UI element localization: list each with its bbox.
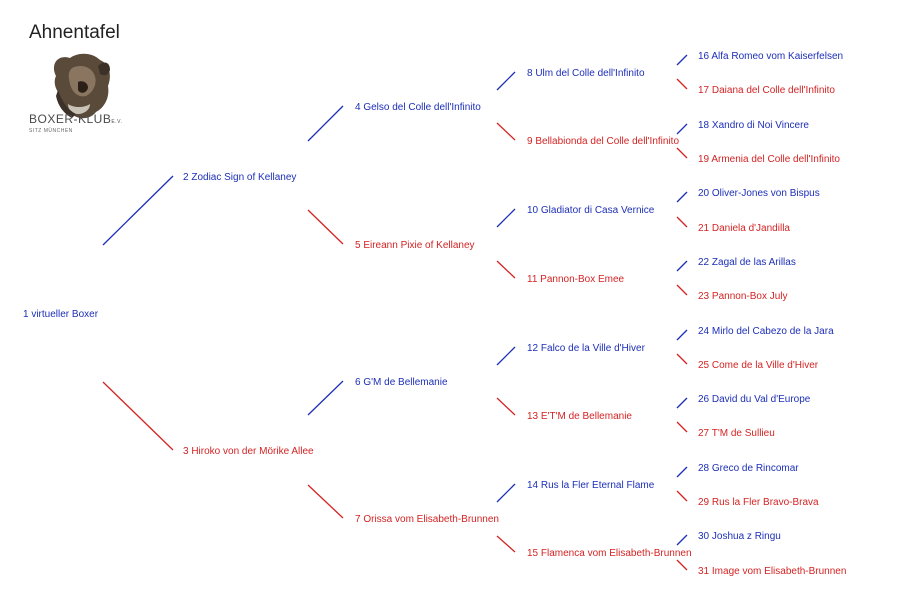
ancestor-24[interactable]: 24 Mirlo del Cabezo de la Jara — [698, 326, 834, 337]
connector-line — [102, 175, 174, 246]
ancestor-14[interactable]: 14 Rus la Fler Eternal Flame — [527, 480, 655, 491]
connector-line — [676, 397, 688, 409]
connector-line — [676, 466, 688, 478]
ancestor-25[interactable]: 25 Come de la Ville d'Hiver — [698, 360, 819, 371]
ancestor-7[interactable]: 7 Orissa vom Elisabeth-Brunnen — [355, 514, 499, 525]
connector-line — [676, 54, 688, 66]
connector-line — [676, 260, 688, 272]
connector-line — [496, 71, 516, 91]
boxer-dog-head-icon — [53, 53, 110, 119]
connector-line — [307, 209, 344, 245]
connector-line — [676, 490, 688, 502]
ancestor-1[interactable]: 1 virtueller Boxer — [23, 309, 99, 320]
ancestor-10[interactable]: 10 Gladiator di Casa Vernice — [527, 205, 655, 216]
connector-line — [102, 381, 174, 451]
connector-line — [676, 123, 688, 135]
connector-line — [496, 483, 516, 503]
connector-line — [676, 559, 688, 571]
ancestor-19[interactable]: 19 Armenia del Colle dell'Infinito — [698, 154, 840, 165]
ancestor-11[interactable]: 11 Pannon-Box Emee — [527, 274, 625, 285]
ancestor-5[interactable]: 5 Eireann Pixie of Kellaney — [355, 240, 475, 251]
ancestor-12[interactable]: 12 Falco de la Ville d'Hiver — [527, 343, 645, 354]
connector-line — [307, 105, 344, 142]
ancestor-3[interactable]: 3 Hiroko von der Mörike Allee — [183, 446, 314, 457]
connector-line — [496, 260, 516, 279]
ancestor-27[interactable]: 27 T'M de Sullieu — [698, 428, 775, 439]
ancestor-18[interactable]: 18 Xandro di Noi Vincere — [698, 120, 809, 131]
ancestor-26[interactable]: 26 David du Val d'Europe — [698, 394, 811, 405]
connector-line — [676, 191, 688, 203]
ancestor-15[interactable]: 15 Flamenca vom Elisabeth-Brunnen — [527, 548, 692, 559]
ancestor-20[interactable]: 20 Oliver-Jones von Bispus — [698, 188, 820, 199]
ancestor-17[interactable]: 17 Daiana del Colle dell'Infinito — [698, 85, 835, 96]
ancestor-13[interactable]: 13 E'T'M de Bellemanie — [527, 411, 632, 422]
connector-line — [496, 208, 516, 228]
ancestor-29[interactable]: 29 Rus la Fler Bravo-Brava — [698, 497, 819, 508]
connector-line — [496, 535, 516, 553]
ancestor-22[interactable]: 22 Zagal de las Arillas — [698, 257, 796, 268]
connector-line — [307, 380, 344, 416]
ancestor-28[interactable]: 28 Greco de Rincomar — [698, 463, 799, 474]
connector-line — [496, 122, 516, 141]
connector-line — [676, 216, 688, 228]
connector-line — [676, 329, 688, 341]
ancestor-2[interactable]: 2 Zodiac Sign of Kellaney — [183, 172, 297, 183]
ancestor-4[interactable]: 4 Gelso del Colle dell'Infinito — [355, 102, 481, 113]
connector-line — [496, 397, 516, 416]
connector-line — [676, 147, 688, 159]
connector-line — [307, 484, 344, 519]
logo-name: BOXER-KLUBE.V. — [29, 112, 123, 126]
ancestor-6[interactable]: 6 G'M de Bellemanie — [355, 377, 448, 388]
connector-line — [496, 346, 516, 366]
page-title: Ahnentafel — [29, 22, 120, 43]
logo-subtitle: SITZ MÜNCHEN — [29, 128, 73, 134]
connector-line — [676, 78, 688, 90]
ancestor-30[interactable]: 30 Joshua z Ringu — [698, 531, 781, 542]
ancestor-31[interactable]: 31 Image vom Elisabeth-Brunnen — [698, 566, 847, 577]
ancestor-23[interactable]: 23 Pannon-Box July — [698, 291, 788, 302]
connector-line — [676, 534, 688, 546]
ancestor-9[interactable]: 9 Bellabionda del Colle dell'Infinito — [527, 136, 680, 147]
connector-line — [676, 284, 688, 296]
ancestor-21[interactable]: 21 Daniela d'Jandilla — [698, 223, 790, 234]
connector-line — [676, 421, 688, 433]
connector-line — [676, 353, 688, 365]
ancestor-16[interactable]: 16 Alfa Romeo vom Kaiserfelsen — [698, 51, 844, 62]
ancestor-8[interactable]: 8 Ulm del Colle dell'Infinito — [527, 68, 645, 79]
